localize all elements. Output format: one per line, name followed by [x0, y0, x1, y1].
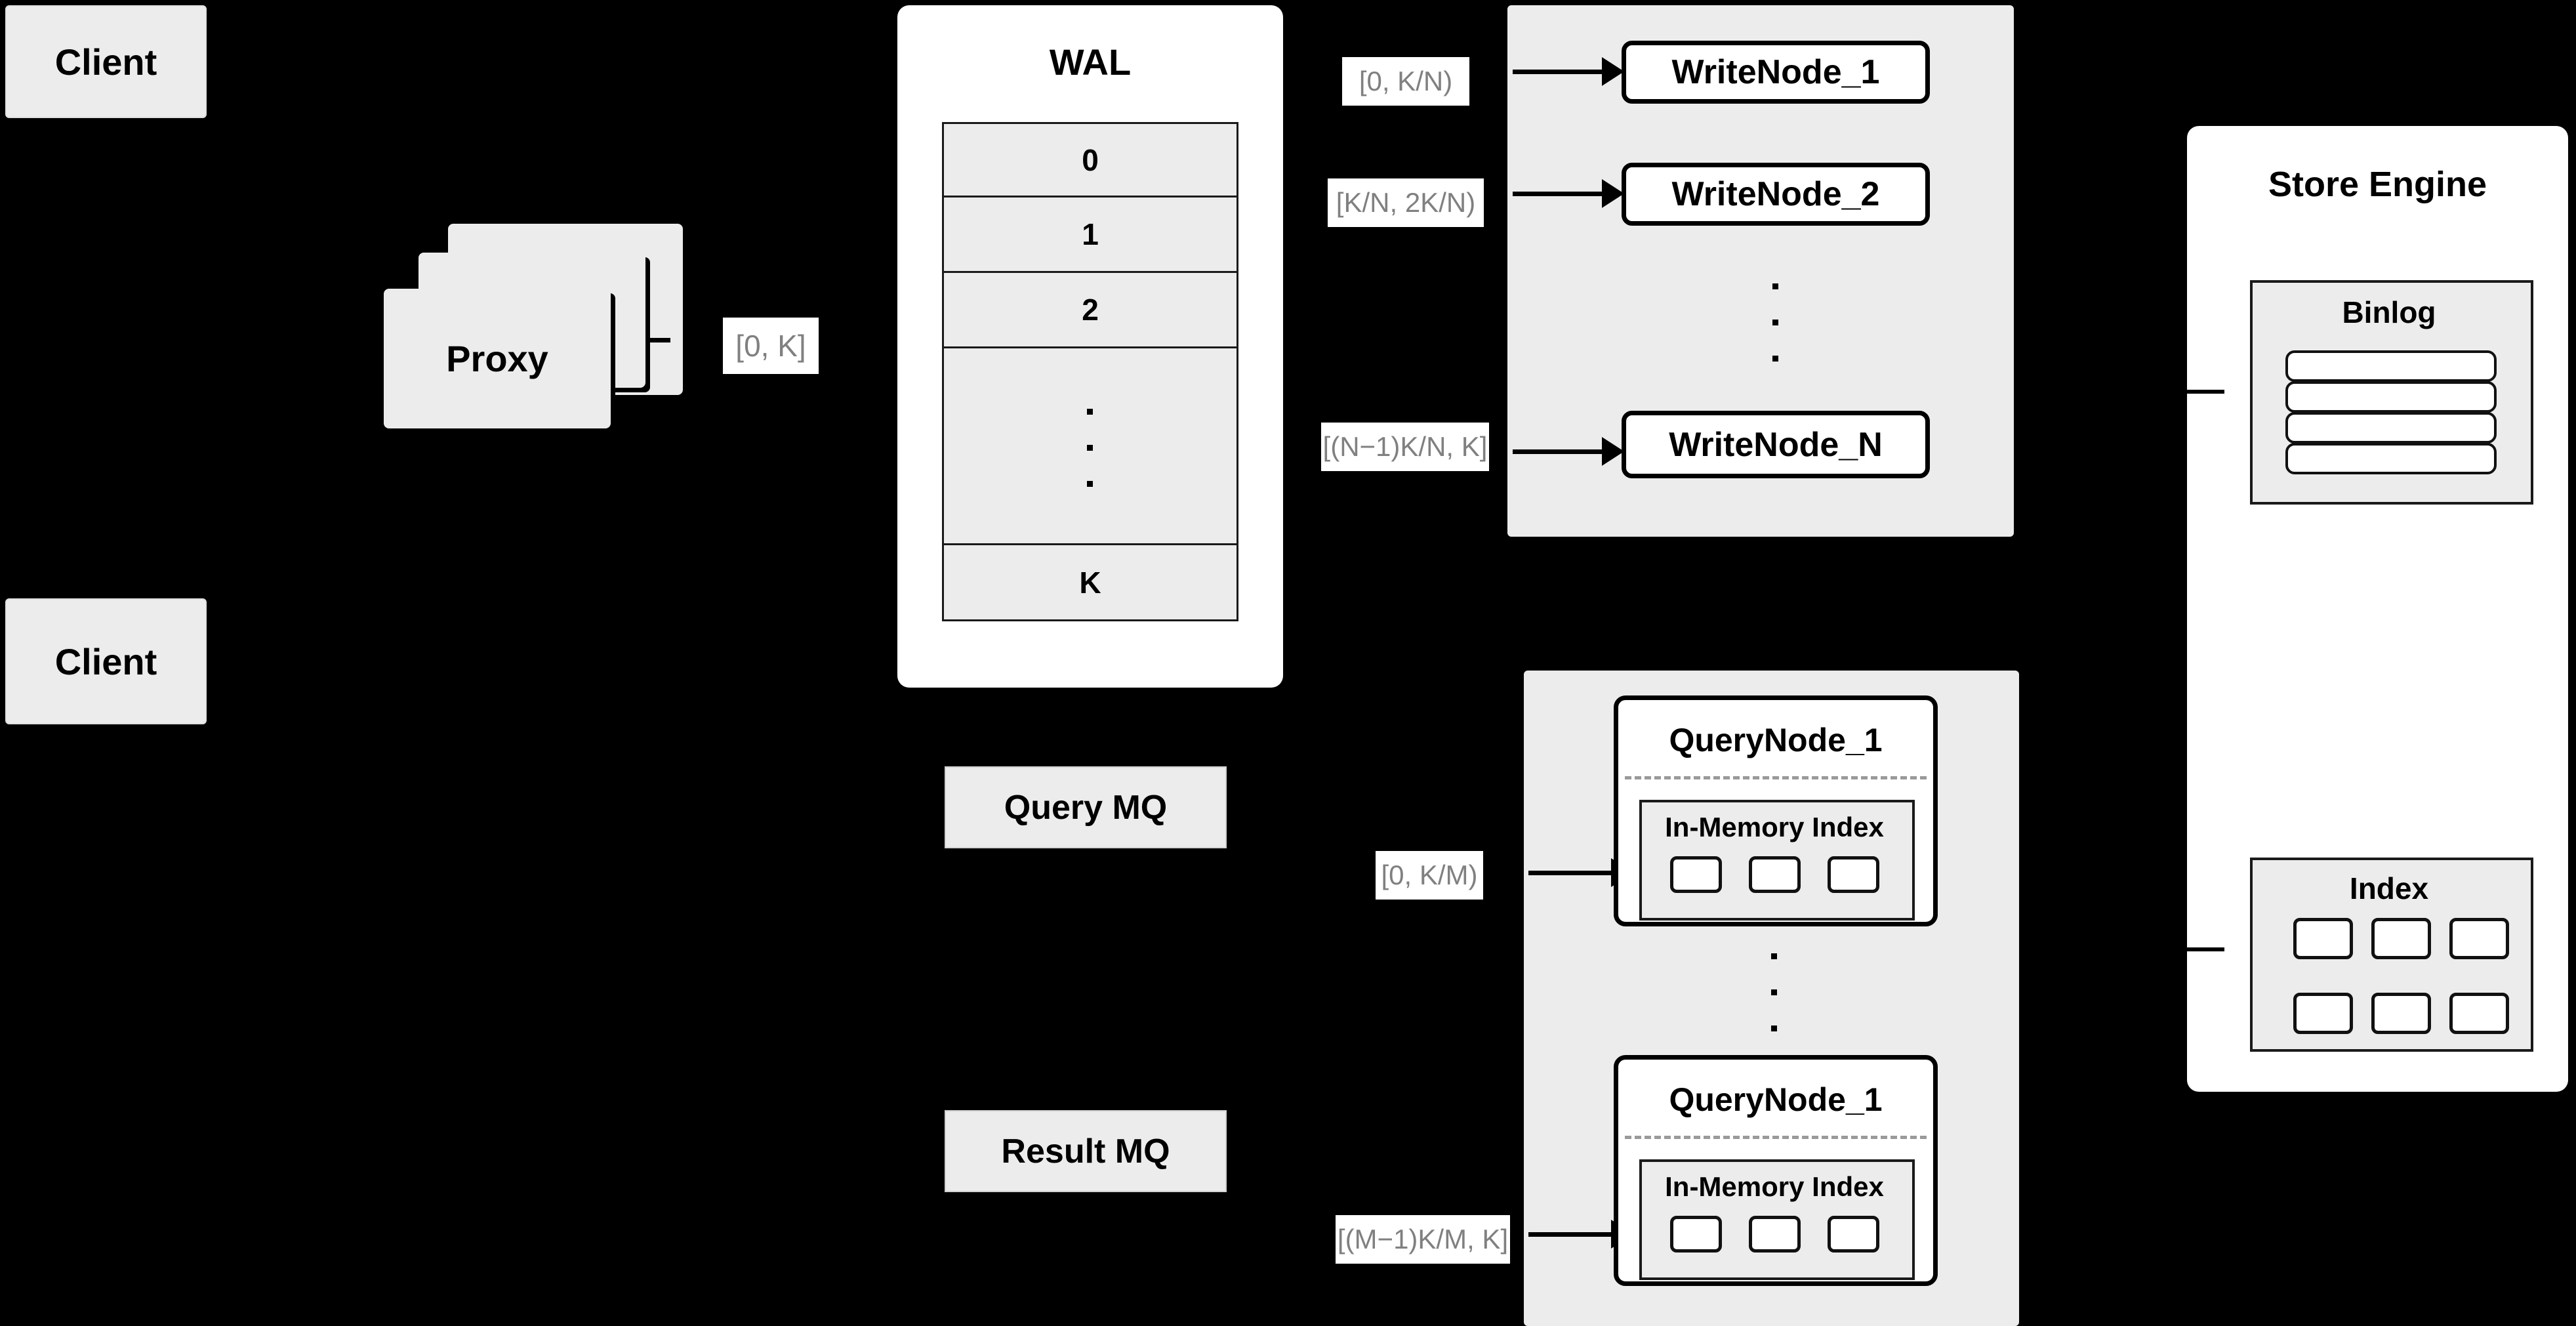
write-node-n[interactable]: WriteNode_N: [1622, 411, 1930, 478]
query-node-1-index-tile-2[interactable]: [1749, 856, 1801, 893]
query-node-2-label: QueryNode_1: [1669, 1081, 1883, 1118]
query-mq-box[interactable]: Query MQ: [945, 766, 1227, 848]
query-node-1-separator: [1625, 776, 1927, 779]
query-node-1[interactable]: QueryNode_1 In-Memory Index: [1614, 695, 1938, 926]
store-engine-title: Store Engine: [2268, 165, 2487, 204]
client-label-1: Client: [54, 41, 157, 83]
write-node-2-arrow-head: [1602, 179, 1624, 208]
index-arrow-line: [2186, 947, 2224, 951]
result-mq-box[interactable]: Result MQ: [945, 1110, 1227, 1192]
query-cluster-ellipsis-dot-2: [1771, 989, 1777, 995]
query-node-2-separator: [1625, 1136, 1927, 1139]
wal-entry-2[interactable]: 2: [942, 273, 1238, 348]
wal-entry-k[interactable]: K: [942, 545, 1238, 621]
index-panel: Index: [2250, 858, 2533, 1052]
proxy-card-front[interactable]: Proxy: [384, 289, 611, 428]
index-tile-6[interactable]: [2449, 993, 2509, 1034]
proxy-label: Proxy: [446, 338, 548, 379]
query-node-2-in-memory-index: In-Memory Index: [1639, 1159, 1915, 1280]
query-node-2-index-tile-3[interactable]: [1828, 1216, 1879, 1253]
index-tile-1[interactable]: [2293, 918, 2353, 959]
wal-ellipsis-dot-3: [1087, 481, 1093, 487]
index-title: Index: [2349, 871, 2429, 905]
query-node-1-index-tile-3[interactable]: [1828, 856, 1879, 893]
binlog-strip-4[interactable]: [2285, 443, 2497, 474]
index-tile-2[interactable]: [2371, 918, 2431, 959]
query-node-2-index-title: In-Memory Index: [1665, 1171, 1884, 1202]
binlog-strip-1[interactable]: [2285, 350, 2497, 382]
query-node-2-range-label: [(M−1)K/M, K]: [1336, 1215, 1510, 1264]
write-cluster-ellipsis-dot-3: [1772, 356, 1778, 362]
binlog-title: Binlog: [2342, 295, 2436, 329]
query-node-1-in-memory-index: In-Memory Index: [1639, 800, 1915, 921]
wal-entry-0[interactable]: 0: [942, 122, 1238, 197]
write-node-1[interactable]: WriteNode_1: [1622, 41, 1930, 104]
write-node-1-arrow-line: [1513, 70, 1605, 74]
write-node-n-arrow-line: [1513, 449, 1605, 454]
binlog-arrow-line: [2186, 390, 2224, 394]
write-node-2-arrow-line: [1513, 192, 1605, 196]
index-tile-3[interactable]: [2449, 918, 2509, 959]
wal-entry-ellipsis: [942, 348, 1238, 545]
binlog-panel: Binlog: [2250, 280, 2533, 505]
wal-title: WAL: [1049, 41, 1132, 83]
query-node-1-arrow-line: [1528, 871, 1614, 875]
client-box-2[interactable]: Client: [5, 598, 207, 724]
query-cluster-ellipsis-dot-1: [1771, 953, 1777, 959]
write-node-n-arrow-head: [1602, 437, 1624, 466]
wal-ellipsis-dot-1: [1087, 409, 1093, 415]
write-cluster-ellipsis-dot-2: [1772, 320, 1778, 325]
query-node-2-index-tile-2[interactable]: [1749, 1216, 1801, 1253]
proxy-range-label: [0, K]: [723, 318, 819, 374]
query-node-1-index-tile-1[interactable]: [1670, 856, 1722, 893]
write-node-1-arrow-head: [1602, 57, 1624, 86]
index-tile-4[interactable]: [2293, 993, 2353, 1034]
query-node-1-label: QueryNode_1: [1669, 722, 1883, 758]
wal-ellipsis-dot-2: [1087, 445, 1093, 451]
query-node-2-arrow-line: [1528, 1232, 1614, 1237]
wal-entry-list: 0 1 2 K: [942, 122, 1238, 621]
binlog-strip-2[interactable]: [2285, 381, 2497, 413]
query-node-2-index-tile-1[interactable]: [1670, 1216, 1722, 1253]
wal-entry-1[interactable]: 1: [942, 197, 1238, 273]
client-box-1[interactable]: Client: [5, 5, 207, 118]
write-node-2-range-label: [K/N, 2K/N): [1328, 178, 1484, 227]
query-node-1-index-title: In-Memory Index: [1665, 812, 1884, 842]
write-node-2[interactable]: WriteNode_2: [1622, 163, 1930, 226]
query-node-2[interactable]: QueryNode_1 In-Memory Index: [1614, 1055, 1938, 1286]
binlog-strip-3[interactable]: [2285, 412, 2497, 444]
index-tile-5[interactable]: [2371, 993, 2431, 1034]
client-label-2: Client: [54, 640, 157, 682]
write-node-1-range-label: [0, K/N): [1342, 57, 1469, 106]
query-node-1-range-label: [0, K/M): [1376, 851, 1483, 900]
proxy-connector-stub: [645, 338, 670, 342]
query-cluster-ellipsis-dot-3: [1771, 1026, 1777, 1031]
write-cluster-ellipsis-dot-1: [1772, 283, 1778, 289]
write-node-n-range-label: [(N−1)K/N, K]: [1321, 423, 1489, 471]
